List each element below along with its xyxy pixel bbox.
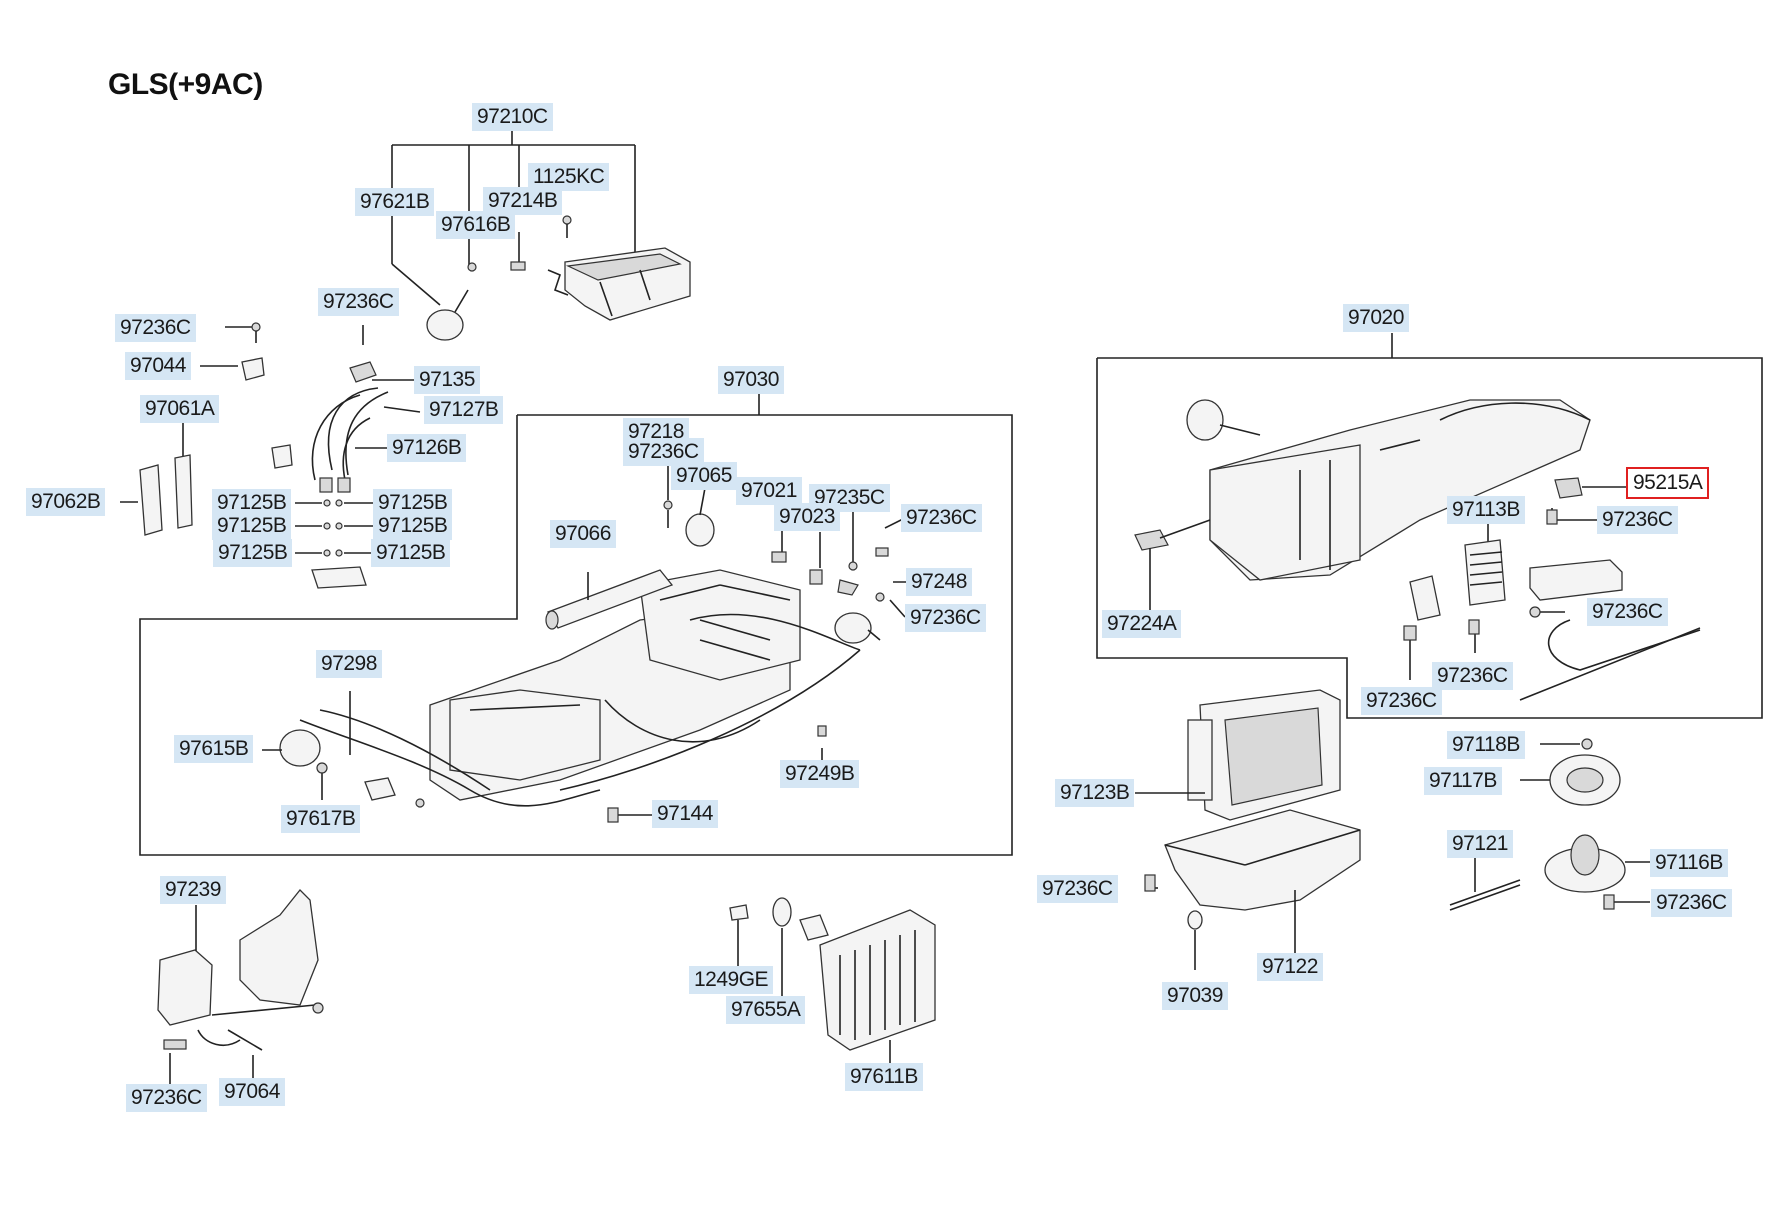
duct-97066 bbox=[545, 569, 674, 630]
diagram-title: GLS(+9AC) bbox=[108, 68, 263, 101]
part-label-97135[interactable]: 97135 bbox=[414, 366, 480, 394]
part-label-97236C-c[interactable]: 97236C bbox=[623, 438, 704, 466]
part-label-97236C-f[interactable]: 97236C bbox=[126, 1084, 207, 1112]
part-label-97118B[interactable]: 97118B bbox=[1447, 731, 1525, 759]
mode-door-actuator bbox=[157, 889, 324, 1085]
part-label-97239[interactable]: 97239 bbox=[160, 876, 226, 904]
blower-fan bbox=[1449, 738, 1650, 911]
box-97030 bbox=[139, 392, 1013, 856]
actuator-top bbox=[426, 215, 572, 341]
part-label-97021[interactable]: 97021 bbox=[736, 477, 802, 505]
part-label-97126B[interactable]: 97126B bbox=[387, 434, 467, 462]
box-97020 bbox=[1096, 333, 1763, 719]
part-label-97062B[interactable]: 97062B bbox=[26, 488, 106, 516]
part-label-97064[interactable]: 97064 bbox=[219, 1078, 285, 1106]
part-label-97236C-h[interactable]: 97236C bbox=[1587, 598, 1668, 626]
part-label-97125B-l3[interactable]: 97125B bbox=[213, 539, 293, 567]
part-label-97248[interactable]: 97248 bbox=[906, 568, 972, 596]
small-parts-middle bbox=[607, 455, 915, 823]
part-label-97113B[interactable]: 97113B bbox=[1447, 496, 1525, 524]
part-label-97236C-e[interactable]: 97236C bbox=[905, 604, 986, 632]
clips-97125B bbox=[295, 499, 375, 589]
part-label-97020[interactable]: 97020 bbox=[1343, 304, 1409, 332]
part-label-1249GE[interactable]: 1249GE bbox=[689, 966, 774, 994]
part-label-97298[interactable]: 97298 bbox=[316, 650, 382, 678]
part-label-97061A[interactable]: 97061A bbox=[140, 395, 220, 423]
part-label-97249B[interactable]: 97249B bbox=[780, 760, 860, 788]
part-label-97117B[interactable]: 97117B bbox=[1424, 767, 1502, 795]
part-label-97236C-a[interactable]: 97236C bbox=[115, 314, 196, 342]
blower-resistor bbox=[1403, 523, 1506, 680]
heater-core-97123B bbox=[1135, 689, 1341, 821]
part-label-97144[interactable]: 97144 bbox=[652, 800, 718, 828]
heater-unit bbox=[299, 569, 861, 807]
part-label-97125B-l2[interactable]: 97125B bbox=[212, 512, 292, 540]
heater-pipes bbox=[311, 325, 428, 493]
lower-case-97122 bbox=[1144, 809, 1361, 970]
part-label-97236C-d[interactable]: 97236C bbox=[901, 504, 982, 532]
part-label-97236C-b[interactable]: 97236C bbox=[318, 288, 399, 316]
part-label-97121[interactable]: 97121 bbox=[1447, 830, 1513, 858]
part-label-97214B[interactable]: 97214B bbox=[483, 187, 563, 215]
part-label-97236C-l[interactable]: 97236C bbox=[1651, 889, 1732, 917]
part-label-97615B[interactable]: 97615B bbox=[174, 735, 254, 763]
part-label-97122[interactable]: 97122 bbox=[1257, 953, 1323, 981]
part-label-97236C-j[interactable]: 97236C bbox=[1361, 687, 1442, 715]
actuator-97615B bbox=[262, 691, 425, 808]
part-label-97236C-i[interactable]: 97236C bbox=[1432, 662, 1513, 690]
part-label-97236C-g[interactable]: 97236C bbox=[1597, 506, 1678, 534]
part-label-97655A[interactable]: 97655A bbox=[726, 996, 806, 1024]
blower-case bbox=[1134, 399, 1628, 612]
part-label-97065[interactable]: 97065 bbox=[671, 462, 737, 490]
part-label-97617B[interactable]: 97617B bbox=[281, 805, 361, 833]
cable-filter bbox=[1519, 559, 1701, 701]
part-label-97621B[interactable]: 97621B bbox=[355, 188, 435, 216]
part-label-97044[interactable]: 97044 bbox=[125, 352, 191, 380]
part-label-97116B[interactable]: 97116B bbox=[1650, 849, 1728, 877]
part-label-97125B-r2[interactable]: 97125B bbox=[373, 512, 453, 540]
part-label-95215A-highlighted[interactable]: 95215A bbox=[1625, 467, 1710, 499]
part-label-97616B[interactable]: 97616B bbox=[436, 211, 516, 239]
part-label-97030[interactable]: 97030 bbox=[718, 366, 784, 394]
part-label-97039[interactable]: 97039 bbox=[1162, 982, 1228, 1010]
part-label-97127B[interactable]: 97127B bbox=[424, 396, 504, 424]
part-label-97123B[interactable]: 97123B bbox=[1055, 779, 1135, 807]
part-label-97023[interactable]: 97023 bbox=[774, 503, 840, 531]
part-label-97125B-r3[interactable]: 97125B bbox=[371, 539, 451, 567]
part-label-97236C-k[interactable]: 97236C bbox=[1037, 875, 1118, 903]
evaporator-core bbox=[729, 897, 936, 1078]
part-label-97210C[interactable]: 97210C bbox=[472, 103, 553, 131]
part-label-97224A[interactable]: 97224A bbox=[1102, 610, 1182, 638]
part-label-97066[interactable]: 97066 bbox=[550, 520, 616, 548]
part-label-97611B[interactable]: 97611B bbox=[845, 1063, 923, 1091]
part-label-1125KC[interactable]: 1125KC bbox=[528, 163, 610, 191]
heater-control-module bbox=[547, 247, 691, 321]
left-bracket-parts bbox=[120, 322, 293, 536]
